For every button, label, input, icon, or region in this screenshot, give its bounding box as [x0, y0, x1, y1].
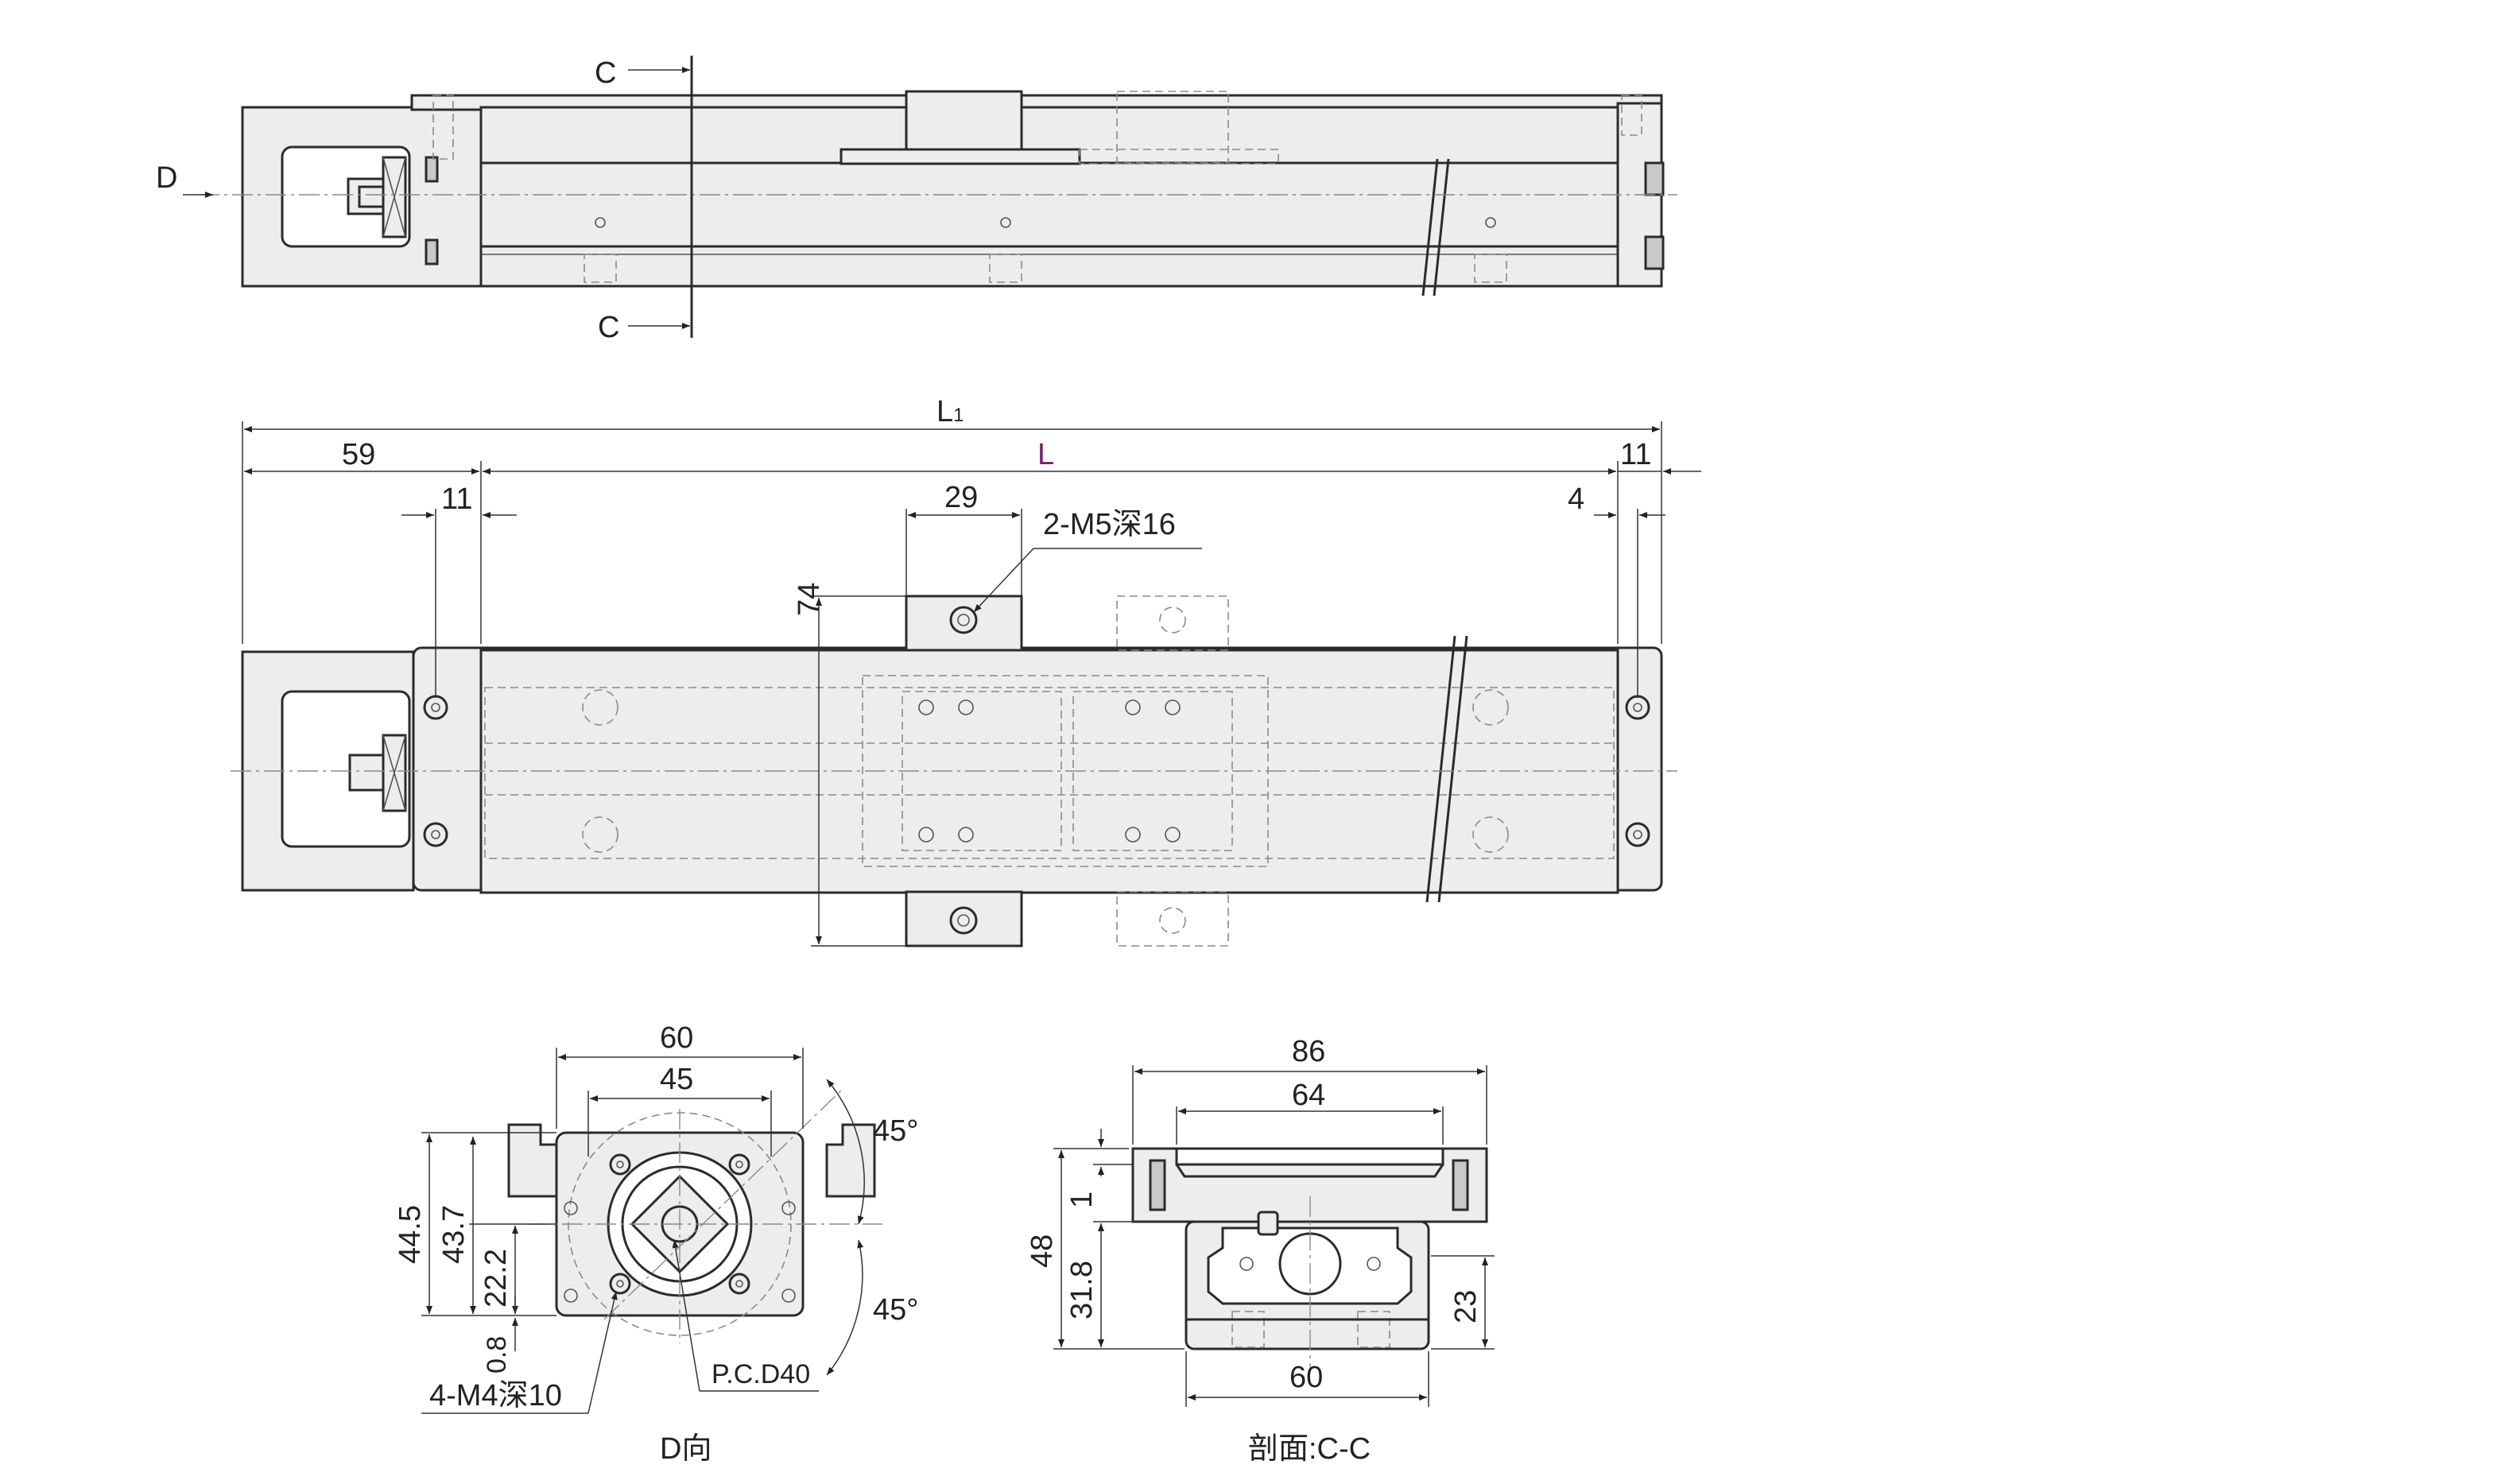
view-d: 60 45 45° 45° 44.5 43.7 22.2 0.8 4-M4深10… — [394, 1021, 918, 1466]
mount-holes — [423, 689, 1650, 853]
top-view: C C D — [156, 56, 1677, 344]
dim-11-right: 11 — [1620, 438, 1651, 471]
dim-86: 86 — [1292, 1035, 1325, 1068]
section-mark-top: C — [595, 56, 616, 90]
angle-top: 45° — [873, 1114, 918, 1148]
dim-59: 59 — [342, 438, 375, 471]
plan-view: L1 L 59 11 11 4 29 74 2-M5深1 — [231, 395, 1701, 947]
dim-L: L — [1037, 438, 1054, 471]
dim-22-2: 22.2 — [479, 1249, 513, 1308]
section-cc-caption: 剖面:C-C — [1248, 1432, 1371, 1466]
dim-60: 60 — [660, 1021, 693, 1055]
dim-L1: L1 — [936, 395, 964, 428]
callout-tapped-holes: 2-M5深16 — [1043, 508, 1176, 541]
dim-44-5: 44.5 — [394, 1205, 427, 1264]
callout-m4-holes: 4-M4深10 — [429, 1379, 562, 1412]
view-arrow-label: D — [156, 161, 177, 195]
dim-60-section: 60 — [1289, 1361, 1323, 1394]
dim-45: 45 — [660, 1063, 693, 1096]
dim-31-8: 31.8 — [1065, 1261, 1099, 1319]
dim-0-8: 0.8 — [482, 1336, 512, 1374]
callout-pcd: P.C.D40 — [712, 1359, 810, 1389]
dim-1: 1 — [1065, 1191, 1099, 1208]
dim-74: 74 — [793, 583, 826, 616]
dim-29: 29 — [944, 481, 978, 514]
dim-11-left: 11 — [441, 482, 472, 516]
view-d-caption: D向 — [660, 1432, 712, 1466]
dim-64: 64 — [1292, 1079, 1325, 1112]
dim-48: 48 — [1026, 1234, 1059, 1268]
section-mark-bottom: C — [598, 311, 619, 344]
angle-bottom: 45° — [873, 1293, 918, 1327]
dim-23: 23 — [1449, 1290, 1483, 1323]
dim-4: 4 — [1568, 482, 1584, 516]
section-cc: 86 64 48 31.8 1 23 60 剖面:C-C — [1026, 1035, 1495, 1466]
dim-43-7: 43.7 — [437, 1205, 471, 1264]
